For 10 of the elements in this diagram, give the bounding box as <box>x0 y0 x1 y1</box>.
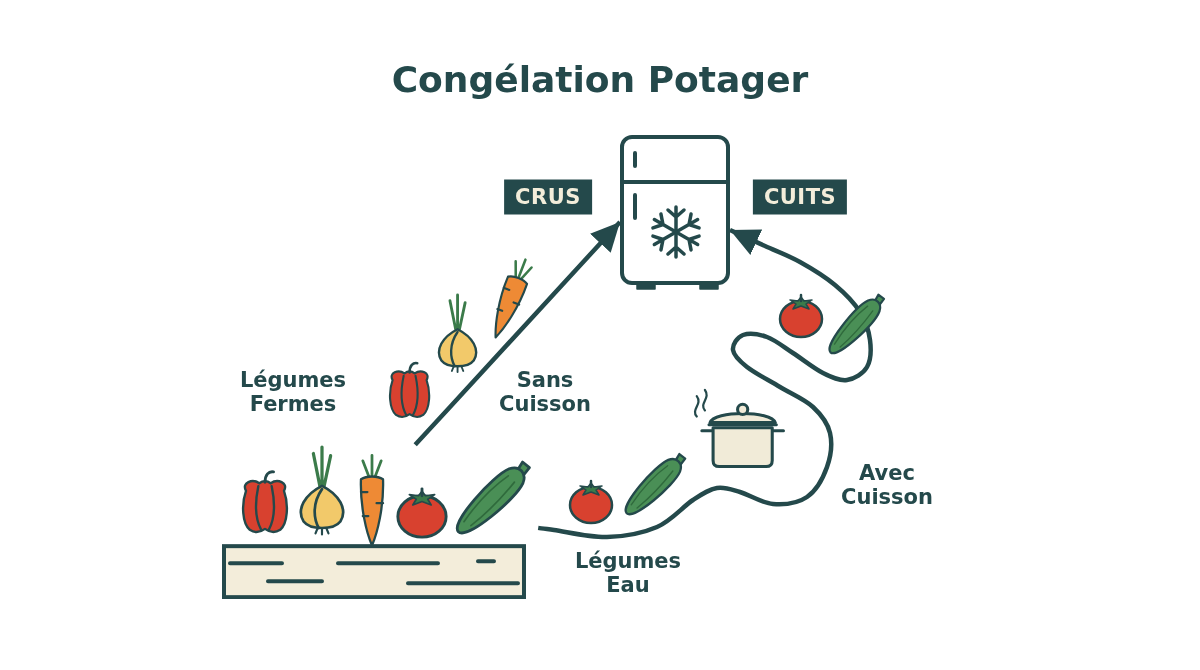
category-tag: CRUS <box>504 179 592 215</box>
edge-label: Sans Cuisson <box>499 367 591 417</box>
category-tag: CUITS <box>752 179 848 215</box>
title: Congélation Potager <box>391 59 809 101</box>
winding-arrow <box>537 227 873 540</box>
freezer-illustration <box>620 135 730 291</box>
group-label: Légumes Fermes <box>239 367 347 417</box>
arrow <box>413 220 622 447</box>
group-label: Légumes Eau <box>574 548 682 598</box>
edge-label: Avec Cuisson <box>841 460 933 510</box>
